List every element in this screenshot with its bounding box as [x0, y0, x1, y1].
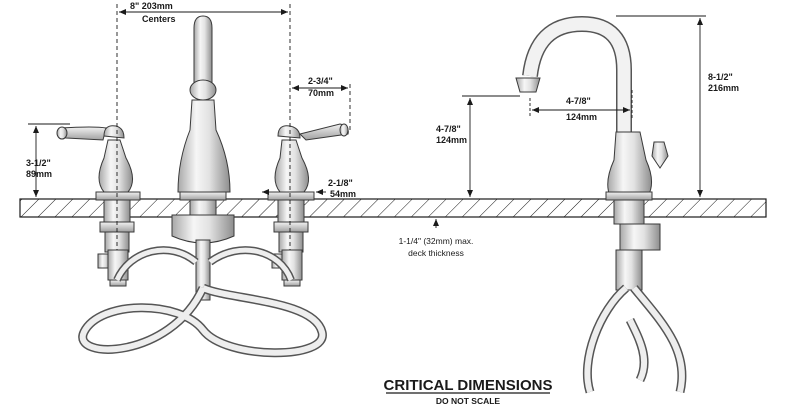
centers-label-2: Centers: [142, 14, 176, 24]
supply-hoses: [78, 246, 327, 358]
side-view-faucet: [515, 15, 687, 394]
handle-offset-label-2: 70mm: [308, 88, 334, 98]
overall-height-label-2: 216mm: [708, 83, 739, 93]
center-spout: [171, 15, 235, 301]
spout-clearance-label-2: 124mm: [436, 135, 467, 145]
deck-thickness-note: 1-1/4" (32mm) max. deck thickness: [399, 236, 474, 258]
centers-label-1: 8" 203mm: [130, 1, 173, 11]
footer-subtitle: DO NOT SCALE: [436, 396, 501, 406]
overall-height-label-1: 8-1/2": [708, 72, 733, 82]
spout-clearance-label-1: 4-7/8": [436, 124, 461, 134]
base-width-label-2: 54mm: [330, 189, 356, 199]
dimension-labels: 8" 203mm Centers 2-3/4" 70mm 3-1/2" 89mm…: [26, 1, 739, 199]
handle-height-label-1: 3-1/2": [26, 158, 51, 168]
countertop-deck: [19, 198, 767, 218]
handle-height-label-2: 89mm: [26, 169, 52, 179]
deck-note-line-1: 1-1/4" (32mm) max.: [399, 236, 474, 246]
widespread-faucet: [56, 15, 349, 358]
right-handle: [267, 123, 349, 287]
footer: CRITICAL DIMENSIONS DO NOT SCALE: [384, 377, 553, 406]
dimension-lines: [28, 4, 706, 250]
deck-note-line-2: deck thickness: [408, 248, 464, 258]
handle-offset-label-1: 2-3/4": [308, 76, 333, 86]
footer-title: CRITICAL DIMENSIONS: [384, 377, 553, 394]
spout-reach-label-2: 124mm: [566, 112, 597, 122]
base-width-label-1: 2-1/8": [328, 178, 353, 188]
spout-reach-label-1: 4-7/8": [566, 96, 591, 106]
